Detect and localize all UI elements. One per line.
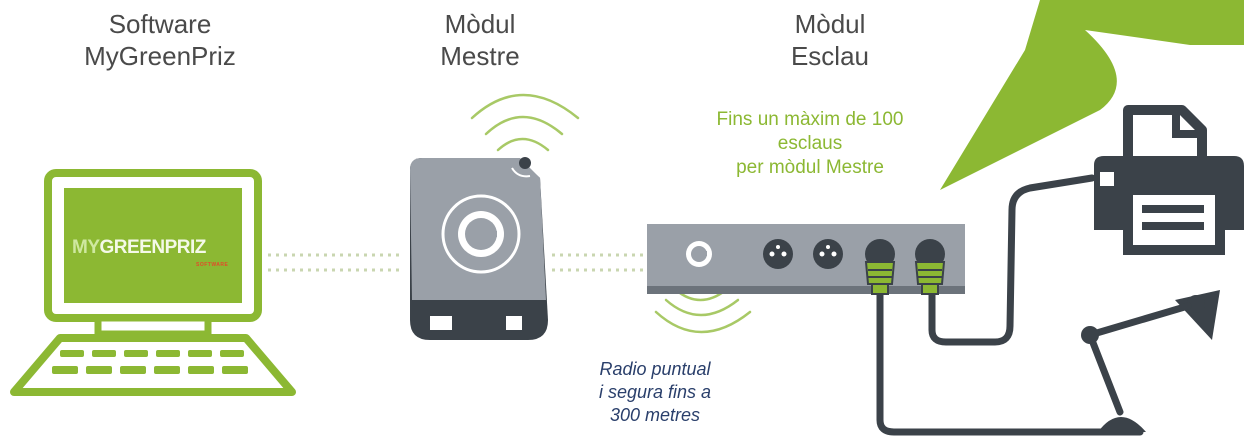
label-slave-line2: Esclau bbox=[790, 41, 870, 71]
printer-icon bbox=[1094, 105, 1244, 255]
cables bbox=[876, 174, 1144, 436]
note-radio-range: Radio puntual i segura fins a 300 metres bbox=[560, 358, 750, 427]
wifi-waves-icon bbox=[654, 288, 752, 334]
note-radio-line3: 300 metres bbox=[609, 405, 701, 425]
link-laptop-master bbox=[268, 253, 402, 272]
label-software: Software MyGreenPriz bbox=[60, 8, 260, 72]
note-max-slaves: Fins un màxim de 100 esclaus per mòdul M… bbox=[660, 108, 960, 180]
logo-subtitle: SOFTWARE bbox=[196, 262, 229, 268]
speech-callout bbox=[940, 0, 1244, 190]
note-radio-line2: i segura fins a bbox=[598, 382, 712, 402]
logo-my: MY bbox=[72, 237, 100, 258]
slave-power-strip-icon bbox=[647, 224, 965, 295]
note-max-slaves-line2: esclaus bbox=[777, 133, 843, 154]
label-slave-line1: Mòdul bbox=[794, 9, 866, 39]
label-master-line1: Mòdul bbox=[444, 9, 516, 39]
label-slave: Mòdul Esclau bbox=[750, 8, 910, 72]
label-software-line1: Software bbox=[108, 9, 212, 39]
note-radio-line1: Radio puntual bbox=[599, 359, 711, 379]
master-module-icon bbox=[410, 157, 548, 340]
logo-greenpriz: GREENPRIZ bbox=[99, 237, 207, 258]
label-master: Mòdul Mestre bbox=[400, 8, 560, 72]
screen-logo: MYGREENPRIZ bbox=[72, 237, 206, 259]
wifi-waves-icon bbox=[470, 93, 580, 152]
note-max-slaves-line3: per mòdul Mestre bbox=[736, 157, 884, 178]
laptop-icon bbox=[10, 169, 296, 396]
desk-lamp-icon bbox=[1081, 290, 1220, 432]
note-max-slaves-line1: Fins un màxim de 100 bbox=[716, 109, 904, 130]
label-software-line2: MyGreenPriz bbox=[84, 41, 236, 71]
link-master-slave bbox=[552, 253, 645, 272]
label-master-line2: Mestre bbox=[440, 41, 520, 71]
